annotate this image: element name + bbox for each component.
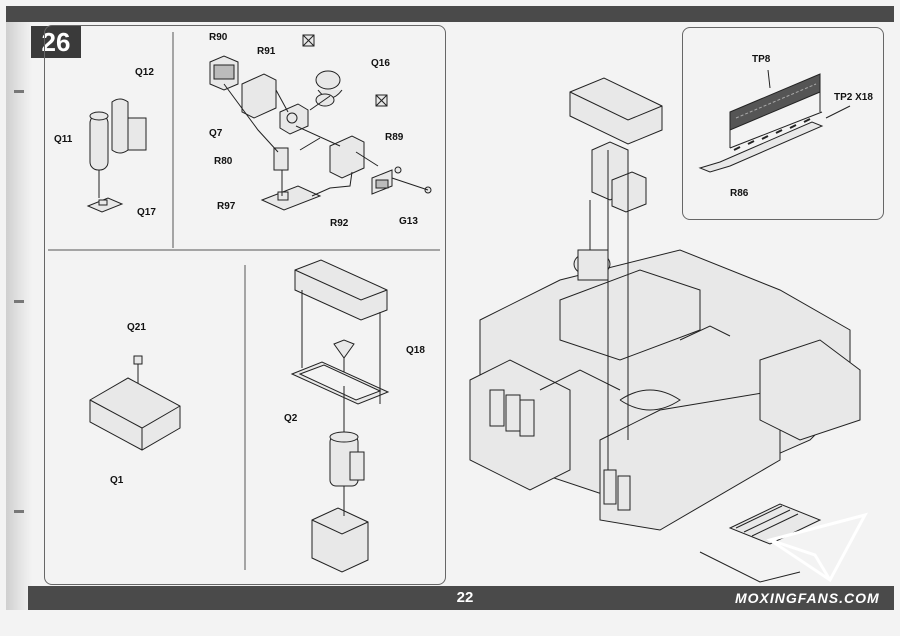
callout-label: R92	[330, 218, 349, 229]
part-q16	[315, 70, 343, 107]
part-base-block	[311, 507, 369, 573]
part-r91	[241, 73, 277, 119]
callout-label: Q18	[406, 345, 425, 356]
callout-label: Q7	[209, 128, 223, 139]
part-r90	[209, 55, 239, 91]
vehicle-hull	[469, 249, 861, 531]
part-r89	[371, 169, 393, 195]
instruction-panel-left	[44, 25, 446, 585]
callout-label: R91	[257, 46, 276, 57]
vehicle-mount	[573, 141, 647, 281]
part-r86	[698, 121, 824, 173]
part-r80	[273, 147, 289, 171]
part-q21	[133, 355, 143, 365]
binder-mark	[14, 90, 24, 93]
bottom-bar	[28, 586, 894, 610]
page-number: 22	[456, 589, 474, 606]
top-bar	[6, 6, 894, 22]
callout-label: Q11	[54, 134, 73, 145]
part-q1	[89, 377, 181, 451]
binder-mark	[14, 510, 24, 513]
decal-marker	[302, 34, 315, 47]
callout-label: R97	[217, 201, 236, 212]
part-q7	[279, 103, 309, 135]
paper-plane-watermark	[766, 512, 868, 583]
callout-label: TP2 X18	[834, 92, 873, 103]
vehicle-sensor-box	[569, 77, 663, 145]
callout-label: Q16	[371, 58, 390, 69]
part-q17	[86, 197, 124, 213]
part-r97	[260, 185, 322, 211]
callout-label: Q12	[135, 67, 154, 78]
callout-label: Q21	[127, 322, 146, 333]
part-q11-q12	[89, 98, 147, 198]
callout-label: Q1	[110, 475, 124, 486]
callout-label: R86	[730, 188, 749, 199]
decal-marker	[375, 94, 388, 107]
vehicle-side-track	[699, 503, 822, 583]
binder-mark	[14, 300, 24, 303]
part-q2	[290, 361, 390, 405]
part-cover-top	[294, 259, 388, 321]
callout-label: Q17	[137, 207, 156, 218]
callout-label: R90	[209, 32, 228, 43]
part-cylinder	[329, 431, 365, 487]
part-r92	[329, 135, 365, 179]
callout-label: R89	[385, 132, 404, 143]
callout-label: Q2	[284, 413, 298, 424]
callout-label: R80	[214, 156, 233, 167]
callout-label: G13	[399, 216, 418, 227]
callout-label: TP8	[752, 54, 771, 65]
part-tp2-links	[729, 111, 823, 151]
site-watermark: MOXINGFANS.COM	[735, 590, 880, 606]
instruction-panel-tracks	[682, 27, 884, 220]
